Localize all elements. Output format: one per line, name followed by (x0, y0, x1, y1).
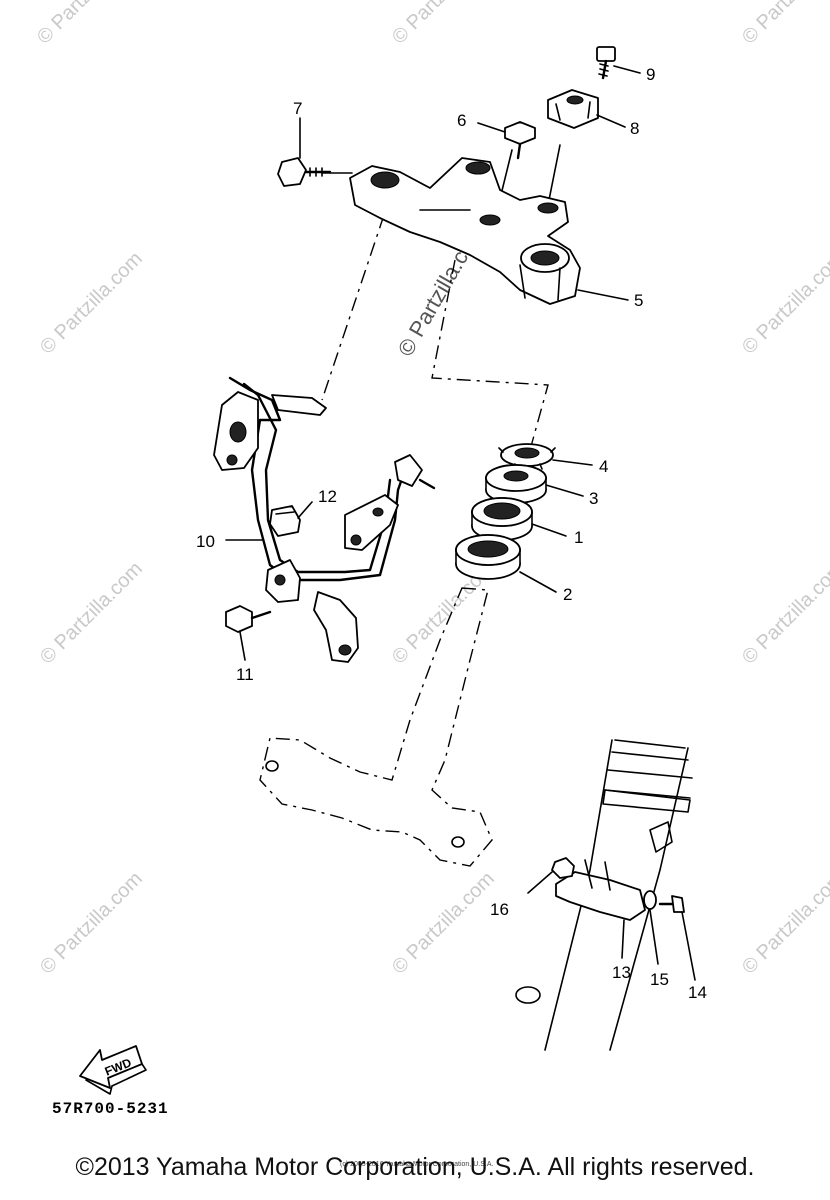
guide-line (547, 144, 561, 206)
watermark: © Partzilla.com (36, 868, 147, 979)
leader-line (681, 911, 696, 981)
watermark: © Partzilla.com (36, 248, 147, 359)
callout-8: 8 (630, 119, 639, 138)
fwd-arrow: FWD (79, 1045, 147, 1095)
leader-line (477, 122, 506, 133)
front-fork (515, 739, 693, 1051)
bolt-14 (658, 895, 685, 913)
small-copyright: (c) 2005-2016 Yamaha Motor Corporation, … (340, 1161, 494, 1168)
leader-line (545, 484, 584, 497)
leader-line (239, 631, 246, 661)
watermark: © Partzilla.com (36, 558, 147, 669)
leader-line (531, 523, 567, 537)
diagram-code: 57R700-5231 (52, 1100, 169, 1118)
watermark-layer: © Partzilla.com © Partzilla.com © Partzi… (33, 0, 830, 979)
nut-16 (551, 857, 575, 879)
bearing-1 (471, 497, 533, 541)
callout-leaders (225, 65, 696, 981)
grommet-12 (269, 505, 301, 537)
headlight-stay-10 (213, 376, 436, 663)
callout-11: 11 (236, 665, 254, 684)
cable-guide-13 (555, 859, 646, 921)
leader-line (297, 501, 313, 519)
bolt-11 (225, 605, 272, 633)
callout-16: 16 (490, 900, 509, 919)
washer-3 (485, 464, 547, 504)
callout-6: 6 (457, 111, 466, 130)
steering-stem-outline (259, 587, 493, 867)
callout-3: 3 (589, 489, 598, 508)
leader-line (649, 909, 659, 965)
watermark: © Partzilla.com (738, 868, 830, 979)
bolt-9 (596, 46, 616, 80)
leader-line (552, 459, 593, 466)
leader-line (527, 871, 553, 894)
leader-line (577, 289, 629, 301)
watermark: © Partzilla.com (738, 248, 830, 359)
watermark: © Partzilla.com (738, 0, 830, 49)
callout-labels: 9 8 6 7 5 4 3 1 2 12 10 11 16 13 15 14 (196, 65, 707, 1002)
leader-line (621, 919, 625, 959)
callout-1: 1 (574, 528, 583, 547)
callout-14: 14 (688, 983, 707, 1002)
watermark: © Partzilla.com (388, 868, 499, 979)
callout-12: 12 (318, 487, 337, 506)
watermark: © Partzilla.com (388, 0, 499, 49)
bearing-race-2 (455, 534, 521, 580)
callout-9: 9 (646, 65, 655, 84)
callout-2: 2 (563, 585, 572, 604)
footer-copyright: ©2013 Yamaha Motor Corporation, U.S.A. A… (75, 1153, 755, 1181)
watermark: © Partzilla.com (738, 558, 830, 669)
callout-4: 4 (599, 457, 608, 476)
callout-5: 5 (634, 291, 643, 310)
bolt-7 (277, 157, 332, 187)
callout-13: 13 (612, 963, 631, 982)
handlebar-holder-cap-8 (547, 89, 599, 129)
leader-line (613, 65, 641, 74)
callout-7: 7 (293, 99, 302, 118)
leader-line (596, 114, 626, 128)
washer-15 (643, 890, 657, 910)
guide-line (321, 214, 385, 401)
callout-10: 10 (196, 532, 215, 551)
bolt-6 (504, 121, 536, 160)
callout-15: 15 (650, 970, 669, 989)
guide-line (431, 259, 549, 451)
upper-bracket-5 (349, 157, 581, 305)
leader-line (519, 571, 557, 593)
watermark: © Partzilla.com (33, 0, 144, 49)
